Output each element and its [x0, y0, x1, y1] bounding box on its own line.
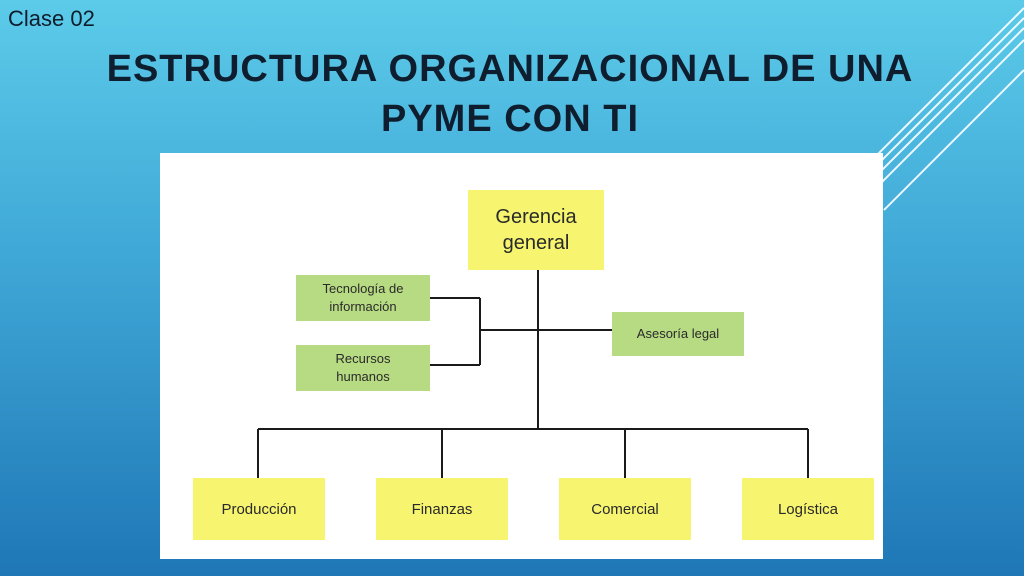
org-chart-panel: Gerencia general Tecnología de informaci…	[160, 153, 883, 559]
node-gerencia-general: Gerencia general	[468, 190, 604, 270]
node-tecnologia-informacion-label: Tecnología de información	[322, 281, 404, 314]
connector-lines	[257, 270, 809, 478]
node-recursos-humanos: Recursos humanos	[296, 345, 430, 391]
slide-title: ESTRUCTURA ORGANIZACIONAL DE UNA PYME CO…	[40, 44, 980, 144]
node-logistica: Logística	[742, 478, 874, 540]
node-recursos-humanos-label: Recursos humanos	[335, 351, 391, 384]
slide-title-line-2: PYME CON TI	[380, 98, 640, 140]
node-finanzas-label: Finanzas	[411, 500, 473, 518]
slide-title-line-1: ESTRUCTURA ORGANIZACIONAL DE UNA	[106, 48, 914, 90]
node-produccion: Producción	[193, 478, 325, 540]
node-finanzas: Finanzas	[376, 478, 508, 540]
node-asesoria-legal: Asesoría legal	[612, 312, 744, 356]
node-asesoria-legal-label: Asesoría legal	[636, 326, 720, 341]
node-comercial: Comercial	[559, 478, 691, 540]
node-tecnologia-informacion: Tecnología de información	[296, 275, 430, 321]
node-comercial-label: Comercial	[591, 500, 659, 518]
node-produccion-label: Producción	[221, 500, 297, 518]
node-gerencia-general-label: Gerencia general	[495, 206, 577, 254]
class-label: Clase 02	[8, 6, 95, 31]
node-logistica-label: Logística	[777, 500, 839, 518]
